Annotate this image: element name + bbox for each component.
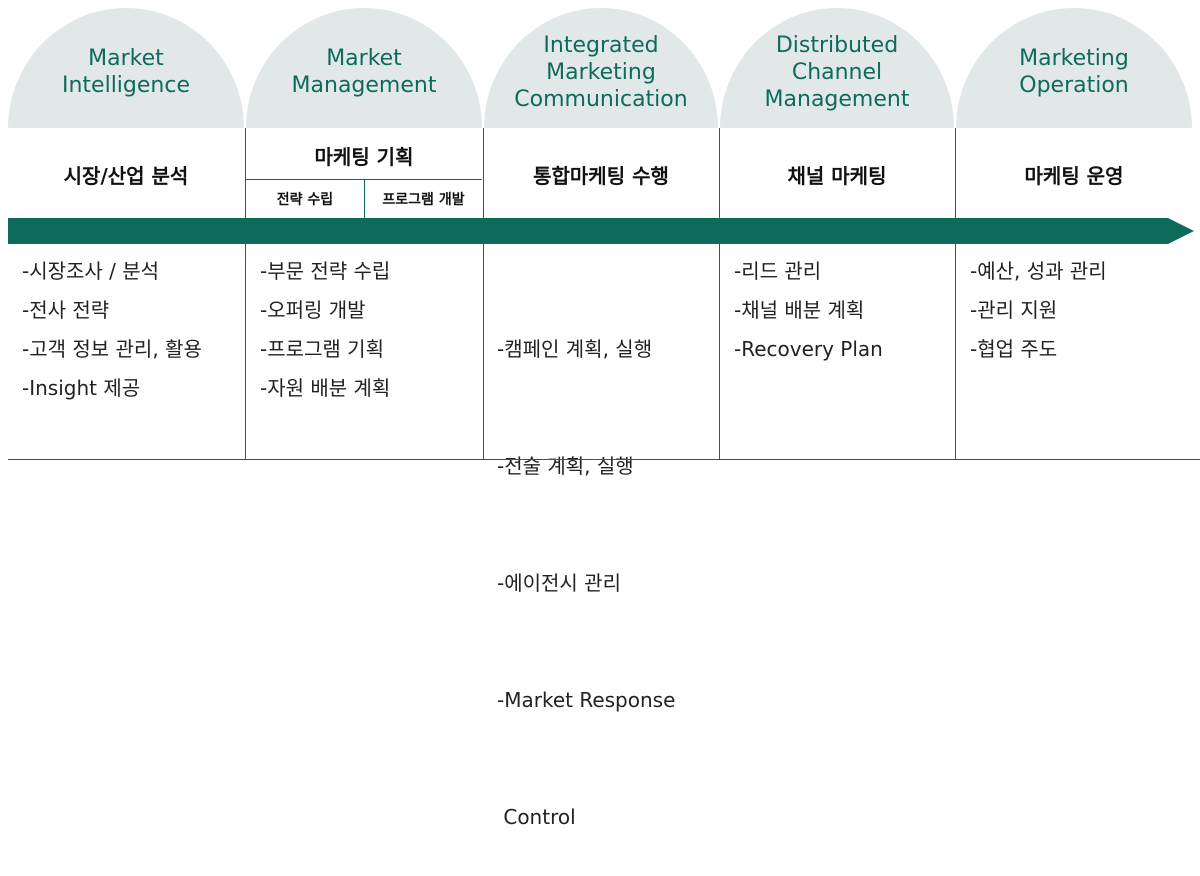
list-item: -예산, 성과 관리 — [970, 259, 1107, 283]
header-marketing-planning: 마케팅 기획 — [314, 144, 414, 169]
list-item: -부문 전략 수립 — [260, 259, 391, 283]
list-item: -채널 배분 계획 — [734, 298, 865, 322]
sub-header-program-dev: 프로그램 개발 — [382, 192, 465, 208]
item-list-market-management: -부문 전략 수립 -오퍼링 개발 -프로그램 기획 -자원 배분 계획 — [260, 252, 390, 408]
sub-header-divider — [246, 179, 482, 180]
dome-marketing-operation: Marketing Operation — [956, 8, 1192, 128]
list-item: -전술 계획, 실행 — [497, 454, 634, 478]
list-item: -에이전시 관리 — [497, 571, 621, 595]
header-marketing-operation: 마케팅 운영 — [1024, 163, 1124, 188]
list-item: -시장조사 / 분석 — [22, 259, 160, 283]
dome-distributed-channel-management: Distributed Channel Management — [720, 8, 954, 128]
list-item: -캠페인 계획, 실행 — [497, 337, 653, 361]
dome-title: Distributed Channel Management — [764, 32, 910, 112]
list-item: -전사 전략 — [22, 298, 110, 322]
flow-arrow — [8, 218, 1194, 244]
header-channel-marketing: 채널 마케팅 — [787, 163, 887, 188]
list-item: -자원 배분 계획 — [260, 376, 391, 400]
dome-title: Marketing Operation — [1019, 46, 1129, 98]
list-item: -관리 지원 — [970, 298, 1058, 322]
dome-title: Market Management — [291, 46, 437, 98]
header-market-analysis: 시장/산업 분석 — [63, 163, 189, 188]
item-list-channel-management: -리드 관리 -채널 배분 계획 -Recovery Plan — [734, 252, 883, 369]
item-list-market-intelligence: -시장조사 / 분석 -전사 전략 -고객 정보 관리, 활용 -Insight… — [22, 252, 202, 408]
header-integrated-marketing: 통합마케팅 수행 — [533, 163, 669, 188]
item-list-marketing-operation: -예산, 성과 관리 -관리 지원 -협업 주도 — [970, 252, 1107, 369]
dome-title: Integrated Marketing Communication — [514, 32, 688, 112]
dome-title: Market Intelligence — [61, 46, 190, 98]
list-item: -고객 정보 관리, 활용 — [22, 337, 202, 361]
column-divider — [483, 128, 484, 460]
flow-arrow-shape — [8, 218, 1194, 244]
list-item: Control — [497, 805, 576, 829]
column-divider — [955, 128, 956, 460]
dome-market-intelligence: Market Intelligence — [8, 8, 244, 128]
column-divider — [719, 128, 720, 460]
list-item: -Market Response — [497, 688, 676, 712]
dome-integrated-marketing-communication: Integrated Marketing Communication — [484, 8, 718, 128]
sub-header-divider — [364, 180, 365, 218]
sub-header-strategy: 전략 수립 — [276, 192, 334, 208]
list-item: -오퍼링 개발 — [260, 298, 366, 322]
column-divider — [245, 128, 246, 460]
item-list-integrated-marketing: -캠페인 계획, 실행 -전술 계획, 실행 -에이전시 관리 -Market … — [497, 252, 675, 876]
list-item: -Recovery Plan — [734, 337, 883, 361]
dome-market-management: Market Management — [246, 8, 482, 128]
list-item: -리드 관리 — [734, 259, 822, 283]
bottom-rule — [8, 459, 1200, 460]
list-item: -협업 주도 — [970, 337, 1058, 361]
list-item: -프로그램 기획 — [260, 337, 384, 361]
list-item: -Insight 제공 — [22, 376, 141, 400]
